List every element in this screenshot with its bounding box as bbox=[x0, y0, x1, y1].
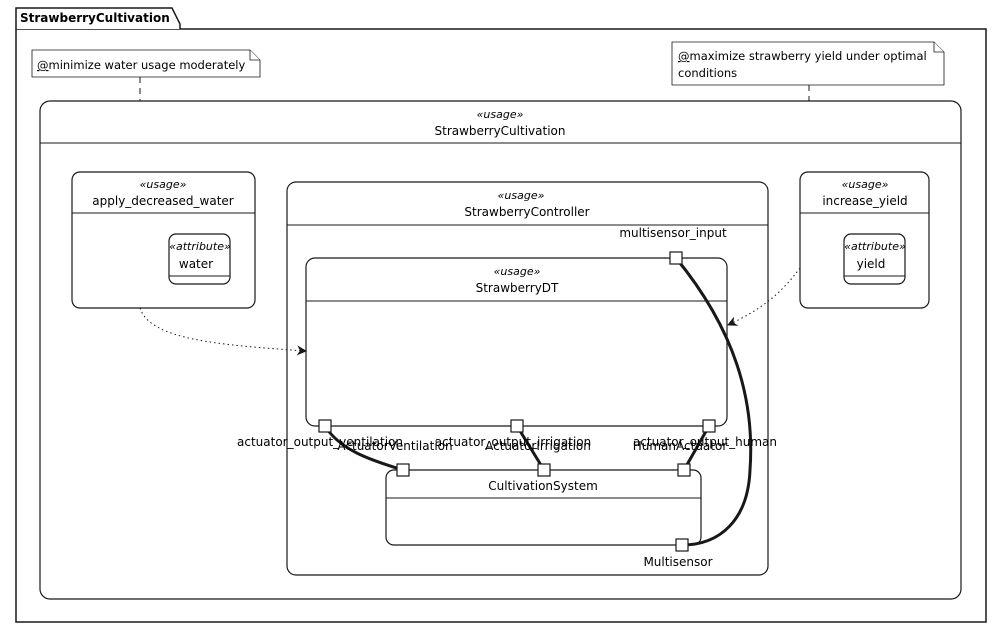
port-actuator-irrigation[interactable] bbox=[537, 463, 551, 477]
usage-title: increase_yield bbox=[822, 194, 907, 208]
usage-title: StrawberryCultivation bbox=[435, 124, 566, 138]
note-yield-text-line2: conditions bbox=[678, 66, 737, 80]
svg-text:@maximize strawberry yield und: @maximize strawberry yield under optimal bbox=[678, 49, 927, 63]
usage-strawberry-dt[interactable]: «usage» StrawberryDT bbox=[305, 257, 728, 427]
port-label-actuator-ventilation: ActuatorVentilation bbox=[337, 439, 452, 453]
stereotype-usage: «usage» bbox=[477, 108, 524, 121]
connector-human[interactable] bbox=[682, 425, 711, 471]
port-actuator-output-irrigation[interactable] bbox=[510, 419, 524, 433]
dependency-yield-to-dt[interactable] bbox=[727, 267, 801, 326]
port-multisensor-input[interactable] bbox=[669, 251, 683, 265]
port-label-multisensor: Multisensor bbox=[643, 555, 712, 569]
port-label-actuator-output-ventilation: actuator_output_ventilation bbox=[237, 435, 403, 449]
connector-ventilation[interactable] bbox=[323, 425, 404, 472]
port-human-actuator[interactable] bbox=[677, 463, 691, 477]
svg-text:@minimize water usage moderate: @minimize water usage moderately bbox=[37, 58, 245, 72]
package-title: StrawberryCultivation bbox=[20, 11, 170, 25]
note-at-link[interactable]: @ bbox=[37, 58, 49, 72]
note-yield-text-line1: maximize strawberry yield under optimal bbox=[690, 49, 927, 63]
stereotype-usage: «usage» bbox=[140, 178, 187, 191]
connector-irrigation[interactable] bbox=[515, 425, 546, 471]
port-actuator-output-human[interactable] bbox=[702, 419, 716, 433]
attribute-name: water bbox=[179, 257, 213, 271]
stereotype-attribute: «attribute» bbox=[169, 240, 231, 253]
note-at-link[interactable]: @ bbox=[678, 49, 690, 63]
port-actuator-output-ventilation[interactable] bbox=[318, 419, 332, 433]
note-water-text: minimize water usage moderately bbox=[49, 58, 246, 72]
stereotype-attribute: «attribute» bbox=[844, 240, 906, 253]
attribute-water[interactable]: «attribute» water bbox=[168, 233, 231, 285]
connector-multisensor[interactable] bbox=[674, 257, 753, 547]
usage-increase-yield[interactable]: «usage» increase_yield «attribute» yield bbox=[799, 171, 930, 309]
attribute-name: yield bbox=[857, 257, 886, 271]
attribute-yield[interactable]: «attribute» yield bbox=[843, 233, 906, 285]
port-label-multisensor-input: multisensor_input bbox=[619, 226, 727, 240]
usage-title: StrawberryDT bbox=[476, 281, 559, 295]
stereotype-usage: «usage» bbox=[498, 189, 545, 202]
usage-title: apply_decreased_water bbox=[92, 194, 234, 208]
usage-apply-decreased-water[interactable]: «usage» apply_decreased_water «attribute… bbox=[71, 171, 256, 309]
port-label-human-actuator: HumanActuator bbox=[633, 439, 728, 453]
port-label-actuator-output-human: actuator_output_human bbox=[633, 435, 777, 449]
note-water[interactable]: @minimize water usage moderately bbox=[31, 49, 261, 78]
usage-cultivation-system[interactable]: CultivationSystem bbox=[385, 469, 702, 546]
stereotype-usage: «usage» bbox=[842, 178, 889, 191]
usage-title: StrawberryController bbox=[464, 205, 589, 219]
port-actuator-ventilation[interactable] bbox=[396, 463, 410, 477]
port-label-actuator-output-irrigation: actuator_output_irrigation bbox=[435, 435, 591, 449]
port-label-actuator-irrigation: ActuatorIrrigation bbox=[485, 439, 591, 453]
note-yield[interactable]: @maximize strawberry yield under optimal… bbox=[671, 41, 945, 86]
stereotype-usage: «usage» bbox=[494, 265, 541, 278]
port-multisensor[interactable] bbox=[675, 538, 689, 552]
usage-title: CultivationSystem bbox=[488, 479, 598, 493]
